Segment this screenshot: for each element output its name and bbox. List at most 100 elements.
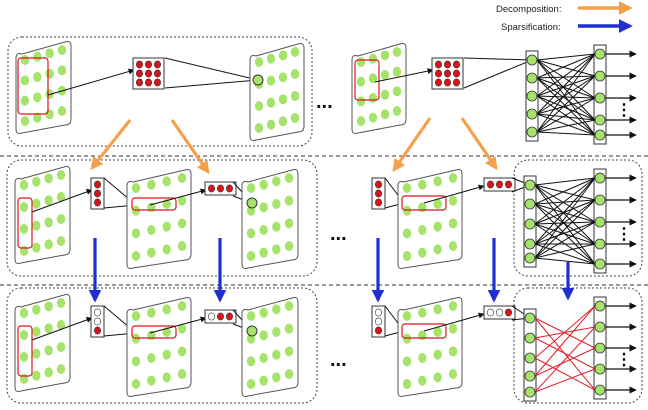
fc-node bbox=[524, 352, 536, 364]
fc-node bbox=[524, 198, 536, 210]
fc-edge bbox=[536, 75, 596, 97]
feature-map-panel bbox=[249, 43, 305, 141]
fc-edge bbox=[534, 357, 596, 391]
fc-edge bbox=[536, 119, 596, 133]
kernel-weight bbox=[217, 312, 225, 321]
neuron-node bbox=[356, 76, 366, 87]
neuron-node bbox=[278, 50, 288, 61]
neuron-node bbox=[33, 112, 42, 123]
neuron-node bbox=[368, 53, 378, 64]
neuron-node bbox=[162, 244, 171, 255]
fc-decomposed-frame bbox=[513, 159, 643, 277]
neuron-node bbox=[290, 91, 300, 101]
neuron-node bbox=[402, 356, 412, 367]
neuron-node bbox=[246, 379, 256, 389]
neuron-node bbox=[57, 106, 67, 116]
neuron-node bbox=[33, 51, 42, 62]
neuron-node bbox=[147, 375, 156, 386]
neuron-node bbox=[19, 202, 29, 212]
conv-connection bbox=[374, 68, 434, 83]
fc-layer-sparse: ⋮ bbox=[523, 296, 637, 402]
fc-node bbox=[594, 321, 606, 333]
neuron-node bbox=[177, 195, 187, 206]
kernel-weight bbox=[94, 308, 102, 317]
neuron-node bbox=[259, 225, 268, 235]
neuron-node bbox=[284, 195, 294, 206]
fc-node bbox=[524, 332, 536, 344]
fc-edge bbox=[534, 203, 596, 245]
neuron-node bbox=[246, 251, 256, 261]
input-feature-map-last bbox=[351, 43, 407, 134]
output-neuron bbox=[246, 325, 258, 337]
neuron-node bbox=[418, 247, 427, 258]
conv-kernel-3x3 bbox=[132, 57, 165, 90]
neuron-node bbox=[56, 192, 66, 202]
neuron-node bbox=[57, 65, 67, 76]
kernel-weight bbox=[374, 326, 382, 335]
kernel-weight bbox=[434, 78, 442, 87]
fc-node bbox=[524, 312, 536, 324]
neuron-node bbox=[284, 301, 294, 311]
kernel-weight bbox=[374, 180, 382, 189]
neuron-node bbox=[433, 304, 442, 315]
neuron-node bbox=[57, 45, 67, 55]
ellipsis-row3: ... bbox=[330, 349, 347, 371]
neuron-node bbox=[433, 349, 442, 360]
legend: Decomposition: Sparsification: bbox=[496, 1, 633, 33]
kernel-weight bbox=[208, 312, 216, 321]
neuron-node bbox=[259, 330, 268, 341]
fc-edge bbox=[536, 53, 596, 61]
conv-connection bbox=[31, 189, 93, 213]
kernel-weight bbox=[495, 308, 503, 317]
sparse-kernel-1x3 bbox=[204, 309, 237, 324]
kernel-weight bbox=[208, 184, 216, 193]
fc-edge bbox=[536, 59, 596, 99]
neuron-node bbox=[448, 301, 458, 311]
neuron-node bbox=[45, 109, 54, 120]
feature-map-panel bbox=[126, 169, 192, 269]
neuron-node bbox=[147, 353, 156, 363]
neuron-node bbox=[266, 97, 276, 108]
fc-node bbox=[594, 384, 606, 396]
fc-node bbox=[594, 129, 606, 141]
neuron-node bbox=[448, 173, 458, 183]
neuron-node bbox=[32, 242, 41, 253]
conv-kernel-3x3-last bbox=[431, 57, 464, 90]
neuron-node bbox=[131, 379, 141, 389]
feature-map-panel bbox=[241, 169, 299, 269]
fc-node bbox=[526, 90, 538, 102]
neuron-node bbox=[402, 333, 412, 344]
feature-map-panel bbox=[397, 297, 463, 397]
neuron-node bbox=[418, 353, 427, 363]
neuron-node bbox=[177, 218, 187, 229]
neuron-node bbox=[272, 199, 281, 209]
neuron-node bbox=[20, 55, 30, 65]
neuron-node bbox=[272, 221, 281, 232]
neuron-node bbox=[44, 195, 53, 206]
fc-edge bbox=[536, 77, 596, 121]
conv-connection bbox=[463, 59, 533, 89]
neuron-node bbox=[433, 327, 442, 337]
intermediate-feature-map bbox=[397, 297, 463, 397]
neuron-node bbox=[356, 96, 366, 107]
conv-connection bbox=[423, 312, 485, 332]
decomposition-arrow bbox=[392, 117, 432, 173]
fc-edge bbox=[536, 77, 596, 99]
fc-edge bbox=[534, 305, 596, 377]
fc-dots: ⋮ bbox=[616, 102, 632, 119]
intermediate-feature-map bbox=[126, 169, 192, 269]
receptive-window bbox=[131, 197, 177, 211]
conv-connection bbox=[463, 57, 533, 61]
neuron-node bbox=[44, 217, 53, 228]
feature-map-panel bbox=[14, 166, 71, 264]
neuron-node bbox=[177, 369, 187, 379]
kernel-weight bbox=[443, 69, 451, 78]
neuron-node bbox=[266, 119, 276, 130]
output-neuron bbox=[252, 74, 264, 86]
neuron-node bbox=[448, 323, 458, 334]
neuron-node bbox=[278, 94, 288, 105]
neuron-node bbox=[402, 183, 412, 193]
kernel-weight bbox=[504, 180, 512, 189]
neuron-node bbox=[131, 356, 141, 367]
legend-sparsification-label: Sparsification: bbox=[501, 22, 561, 33]
